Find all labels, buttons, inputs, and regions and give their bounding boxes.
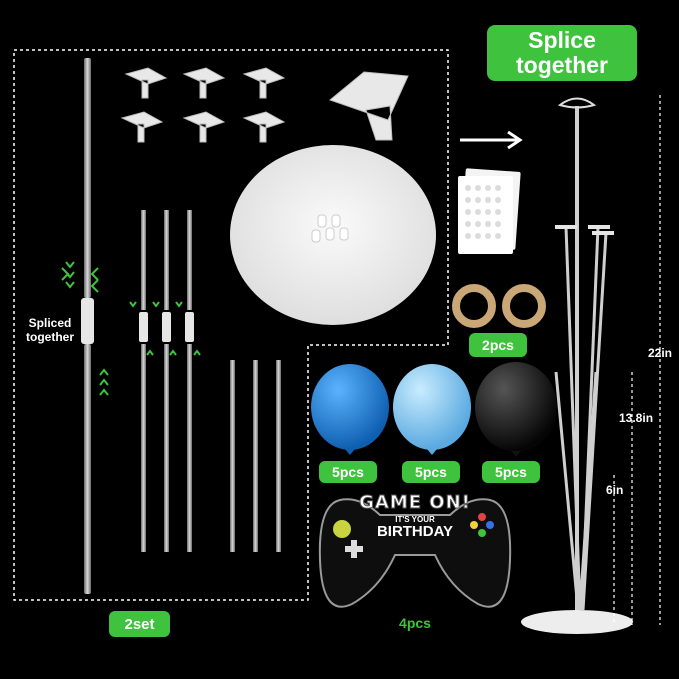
arrow-icon bbox=[460, 130, 523, 150]
foil-sub2: BIRTHDAY bbox=[376, 523, 454, 540]
foil-sub1: IT'S YOUR bbox=[395, 515, 435, 524]
height-22in-label: 22in bbox=[648, 346, 673, 360]
tape-count-tag: 2pcs bbox=[469, 333, 527, 357]
medium-rods bbox=[129, 210, 201, 552]
splice-together-badge: Splice together bbox=[487, 25, 637, 81]
short-rods bbox=[230, 360, 281, 552]
dotted-frame bbox=[13, 49, 449, 601]
light-blue-balloon-count-tag: 5pcs bbox=[402, 461, 460, 483]
long-rod bbox=[61, 58, 109, 594]
height-6in-label: 6in bbox=[606, 483, 624, 497]
black-balloon-count-tag: 5pcs bbox=[482, 461, 540, 483]
assembled-stand bbox=[521, 97, 633, 634]
tape-rolls bbox=[452, 284, 546, 328]
controller-foil-balloon bbox=[318, 498, 512, 608]
foil-count-tag: 4pcs bbox=[399, 615, 431, 631]
spliced-together-label: Spliced together bbox=[26, 316, 74, 344]
glue-dots bbox=[458, 168, 521, 254]
height-13-8in-label: 13.8in bbox=[619, 411, 654, 425]
set-count-tag: 2set bbox=[109, 611, 170, 637]
dark-blue-balloon-count-tag: 5pcs bbox=[319, 461, 377, 483]
balloon-cups bbox=[120, 67, 409, 143]
dimension-lines bbox=[613, 95, 661, 625]
latex-balloons bbox=[311, 362, 557, 457]
round-base bbox=[230, 145, 436, 325]
foil-headline: GAME ON! bbox=[359, 492, 471, 514]
